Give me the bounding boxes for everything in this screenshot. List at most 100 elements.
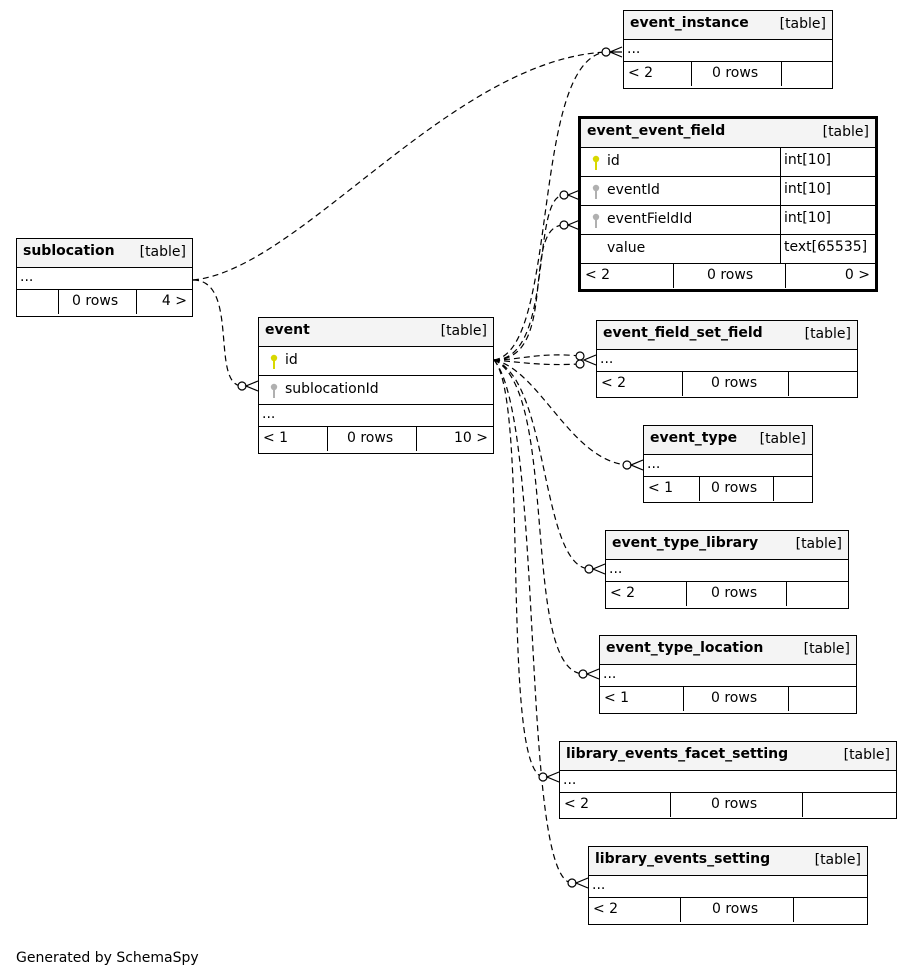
crowfoot-arrow: [566, 189, 581, 201]
table-name: event_field_set_field: [603, 325, 763, 341]
children-count: 10 >: [454, 430, 488, 446]
column-row[interactable]: id int[10]: [581, 148, 875, 177]
table-footer: 0 rows 4 >: [17, 290, 192, 314]
row-count: 0 rows: [72, 293, 119, 309]
column-name: id: [285, 352, 298, 368]
table-type: [table]: [843, 747, 890, 763]
column-name: eventId: [607, 182, 660, 198]
children-count: 0 >: [844, 267, 870, 283]
row-count: 0 rows: [712, 901, 759, 917]
crowfoot-arrow: [545, 771, 560, 783]
column-row[interactable]: sublocationId: [259, 376, 493, 405]
relation-event-event_instance: [493, 51, 607, 361]
table-name: event_instance: [630, 15, 749, 31]
table-header: event_event_field [table]: [581, 119, 875, 148]
crowfoot-arrow: [582, 354, 597, 366]
table-event-event-field[interactable]: event_event_field [table] id int[10] eve…: [578, 116, 878, 292]
table-header: event_instance [table]: [624, 11, 832, 40]
table-library-events-facet-setting[interactable]: library_events_facet_setting [table] ...…: [559, 741, 897, 819]
foreign-key-icon: [270, 383, 278, 398]
table-header: library_events_setting [table]: [589, 847, 867, 876]
relation-end-circle: [575, 351, 585, 361]
table-header: sublocation [table]: [17, 239, 192, 268]
columns-ellipsis: ...: [606, 560, 848, 582]
table-name: library_events_facet_setting: [566, 746, 789, 762]
table-footer: < 1 0 rows 10 >: [259, 427, 493, 451]
columns-ellipsis: ...: [560, 771, 896, 793]
columns-ellipsis: ...: [589, 876, 867, 898]
table-library-events-setting[interactable]: library_events_setting [table] ... < 2 0…: [588, 846, 868, 925]
table-name: sublocation: [23, 243, 115, 259]
columns-ellipsis: ...: [17, 268, 192, 290]
table-type: [table]: [814, 852, 861, 868]
table-name: library_events_setting: [595, 851, 771, 867]
table-event-type-library[interactable]: event_type_library [table] ... < 2 0 row…: [605, 530, 849, 609]
row-count: 0 rows: [711, 585, 758, 601]
table-type: [table]: [804, 326, 851, 342]
parents-count: < 2: [601, 375, 627, 391]
children-count: 4 >: [161, 293, 187, 309]
parents-count: < 1: [648, 480, 674, 496]
column-row[interactable]: eventId int[10]: [581, 177, 875, 206]
columns-ellipsis: ...: [600, 665, 856, 687]
parents-count: < 1: [263, 430, 289, 446]
table-sublocation[interactable]: sublocation [table] ... 0 rows 4 >: [16, 238, 193, 317]
columns-ellipsis: ...: [624, 40, 832, 62]
table-header: event_field_set_field [table]: [597, 321, 857, 350]
crowfoot-arrow: [608, 46, 623, 58]
parents-count: < 2: [610, 585, 636, 601]
row-count: 0 rows: [711, 796, 758, 812]
relation-event-eventfieldid: [493, 224, 565, 361]
column-name: eventFieldId: [607, 211, 693, 227]
parents-count: < 2: [628, 65, 654, 81]
table-type: [table]: [139, 244, 186, 260]
table-name: event_type_location: [606, 640, 764, 656]
table-type: [table]: [759, 431, 806, 447]
table-footer: < 2 0 rows 0 >: [581, 264, 875, 288]
relation-event-library_events_setting: [493, 359, 573, 884]
table-name: event: [265, 322, 310, 338]
table-event-field-set-field[interactable]: event_field_set_field [table] ... < 2 0 …: [596, 320, 858, 398]
column-type: text[65535]: [780, 235, 875, 263]
table-event-type[interactable]: event_type [table] ... < 1 0 rows: [643, 425, 813, 503]
crowfoot-arrow: [566, 219, 581, 231]
column-row[interactable]: id: [259, 347, 493, 376]
table-footer: < 1 0 rows: [600, 687, 856, 711]
columns-ellipsis: ...: [259, 405, 493, 427]
column-name: value: [607, 240, 646, 256]
table-header: event_type [table]: [644, 426, 812, 455]
columns-ellipsis: ...: [644, 455, 812, 477]
relation-sublocation-event: [192, 279, 243, 387]
column-row[interactable]: value text[65535]: [581, 235, 875, 264]
table-event[interactable]: event [table] id sublocationId ... < 1 0…: [258, 317, 494, 454]
row-count: 0 rows: [712, 65, 759, 81]
row-count: 0 rows: [347, 430, 394, 446]
primary-key-icon: [592, 155, 600, 170]
table-header: library_events_facet_setting [table]: [560, 742, 896, 771]
table-type: [table]: [803, 641, 850, 657]
crowfoot-arrow: [574, 877, 589, 889]
table-footer: < 1 0 rows: [644, 477, 812, 501]
row-count: 0 rows: [711, 375, 758, 391]
generated-by-caption: Generated by SchemaSpy: [16, 950, 199, 966]
relation-event-event_type: [493, 359, 628, 466]
table-footer: < 2 0 rows: [606, 582, 848, 606]
table-type: [table]: [822, 124, 869, 140]
column-name: sublocationId: [285, 381, 379, 397]
table-type: [table]: [795, 536, 842, 552]
table-name: event_type: [650, 430, 738, 446]
relation-sublocation-event_instance: [192, 51, 607, 281]
column-type: int[10]: [780, 148, 875, 176]
table-event-instance[interactable]: event_instance [table] ... < 2 0 rows: [623, 10, 833, 89]
relation-event-event_type_library: [493, 359, 590, 570]
parents-count: < 2: [593, 901, 619, 917]
column-row[interactable]: eventFieldId int[10]: [581, 206, 875, 235]
table-name: event_event_field: [587, 123, 726, 139]
relation-event-event_type_location: [493, 359, 584, 675]
column-type: int[10]: [780, 206, 875, 234]
columns-ellipsis: ...: [597, 350, 857, 372]
row-count: 0 rows: [711, 690, 758, 706]
table-event-type-location[interactable]: event_type_location [table] ... < 1 0 ro…: [599, 635, 857, 714]
foreign-key-icon: [592, 184, 600, 199]
table-type: [table]: [440, 323, 487, 339]
